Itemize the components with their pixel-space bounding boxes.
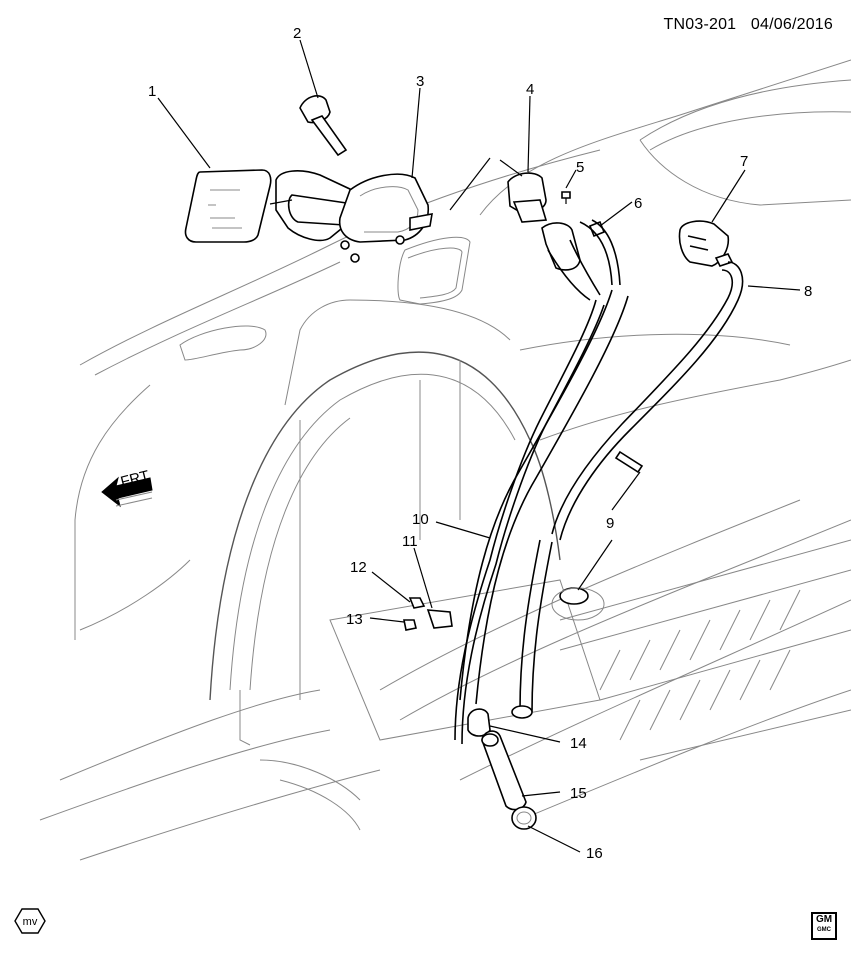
callout-9: 9 [606,515,614,532]
callout-10: 10 [412,511,429,528]
part-4-fuel-filler-neck [507,172,581,271]
part-15-hose [481,730,527,811]
callout-labels: 1 2 3 4 5 6 7 8 9 10 11 12 13 14 15 16 [148,25,812,862]
part-11-bracket [426,609,453,629]
front-arrow-label: FRT [119,467,151,490]
body-fuel-door-opening [397,236,471,305]
mv-logo-icon: mv [14,908,46,934]
callout-6: 6 [634,195,642,212]
callout-16: 16 [586,845,603,862]
callout-5: 5 [576,159,584,176]
part-9-seal [551,450,644,621]
front-direction-arrow-icon: FRT [101,467,153,508]
part-5-bolt [561,191,571,204]
part-1-fuel-door [184,169,272,243]
gm-logo-icon: GM GMC [811,912,837,940]
callout-13: 13 [346,611,363,628]
part-13-bolt [403,619,417,631]
diagram-date: 04/06/2016 [750,16,833,33]
vehicle-body-outline [39,59,851,861]
part-3-fuel-filler-housing [275,170,433,263]
callout-7: 7 [740,153,748,170]
part-7-evap-component [678,220,734,267]
part-14-check-valve [467,708,491,737]
mv-logo-text: mv [23,916,38,928]
gmc-logo-text: GMC [817,927,831,933]
callout-4: 4 [526,81,534,98]
diagram-id: TN03-201 [663,16,737,33]
callout-1: 1 [148,83,156,100]
part-16-clamp [511,806,537,830]
callout-12: 12 [350,559,367,576]
part-8-vent-hose [551,261,744,541]
callout-2: 2 [293,25,301,42]
diagram-header: TN03-201 04/06/2016 [654,16,833,34]
part-10-fuel-filler-pipe [454,289,629,745]
part-2-fuel-tank-plug [299,95,348,157]
filler-pipe-upper [547,219,621,301]
callout-8: 8 [804,283,812,300]
part-12-nut [408,597,426,609]
leader-lines [157,39,801,853]
callout-11: 11 [402,533,418,550]
callout-3: 3 [416,73,424,90]
gm-logo-text: GM [815,914,833,925]
callout-15: 15 [570,785,587,802]
callout-14: 14 [570,735,587,752]
